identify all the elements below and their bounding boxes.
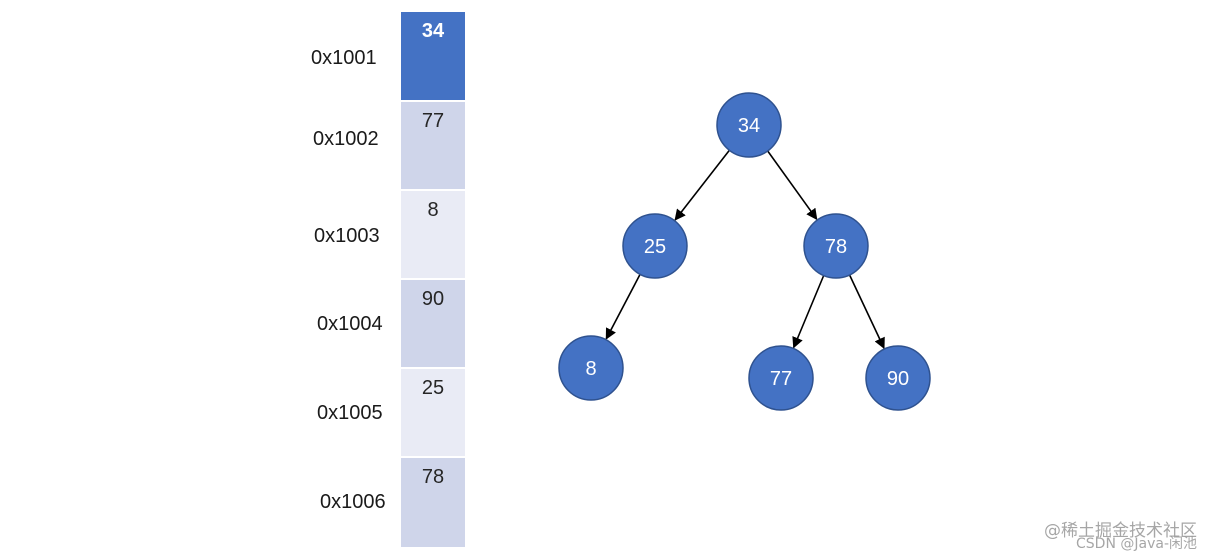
tree-edge-34-25 [674, 149, 731, 221]
tree-node-label-34: 34 [738, 115, 760, 137]
tree-nodes: 34 25 78 8 77 90 [558, 92, 931, 411]
tree-node-78: 78 [803, 213, 869, 279]
tree-node-label-77: 77 [770, 368, 792, 390]
memory-cell-0x1006: 78 [401, 458, 465, 547]
tree-node-label-25: 25 [644, 236, 666, 258]
tree-node-label-78: 78 [825, 236, 847, 258]
tree-edge-78-77 [792, 275, 825, 349]
address-label-0x1006: 0x1006 [320, 491, 386, 513]
memory-cell-0x1003: 8 [401, 191, 465, 278]
tree-node-90: 90 [865, 345, 931, 411]
tree-node-8: 8 [558, 335, 624, 401]
tree-node-label-90: 90 [887, 368, 909, 390]
watermark-juejin: @稀土掘金技术社区 [1044, 521, 1197, 541]
watermark-csdn: CSDN @Java-闲池 [1076, 536, 1197, 552]
memory-cell-0x1001: 34 [401, 12, 465, 100]
tree-node-25: 25 [622, 213, 688, 279]
tree-node-34: 34 [716, 92, 782, 158]
address-label-0x1004: 0x1004 [317, 313, 383, 335]
tree-edge-34-78 [767, 150, 818, 221]
tree-node-77: 77 [748, 345, 814, 411]
tree-edge-78-90 [848, 274, 885, 350]
address-label-0x1005: 0x1005 [317, 402, 383, 424]
address-label-0x1001: 0x1001 [311, 47, 377, 69]
tree-node-label-8: 8 [585, 358, 596, 380]
memory-cell-0x1002: 77 [401, 102, 465, 189]
memory-cell-0x1004: 90 [401, 280, 465, 367]
tree-edges [605, 149, 885, 350]
tree-edge-25-8 [605, 273, 641, 340]
memory-cell-0x1005: 25 [401, 369, 465, 456]
address-label-0x1002: 0x1002 [313, 128, 379, 150]
address-label-0x1003: 0x1003 [314, 225, 380, 247]
